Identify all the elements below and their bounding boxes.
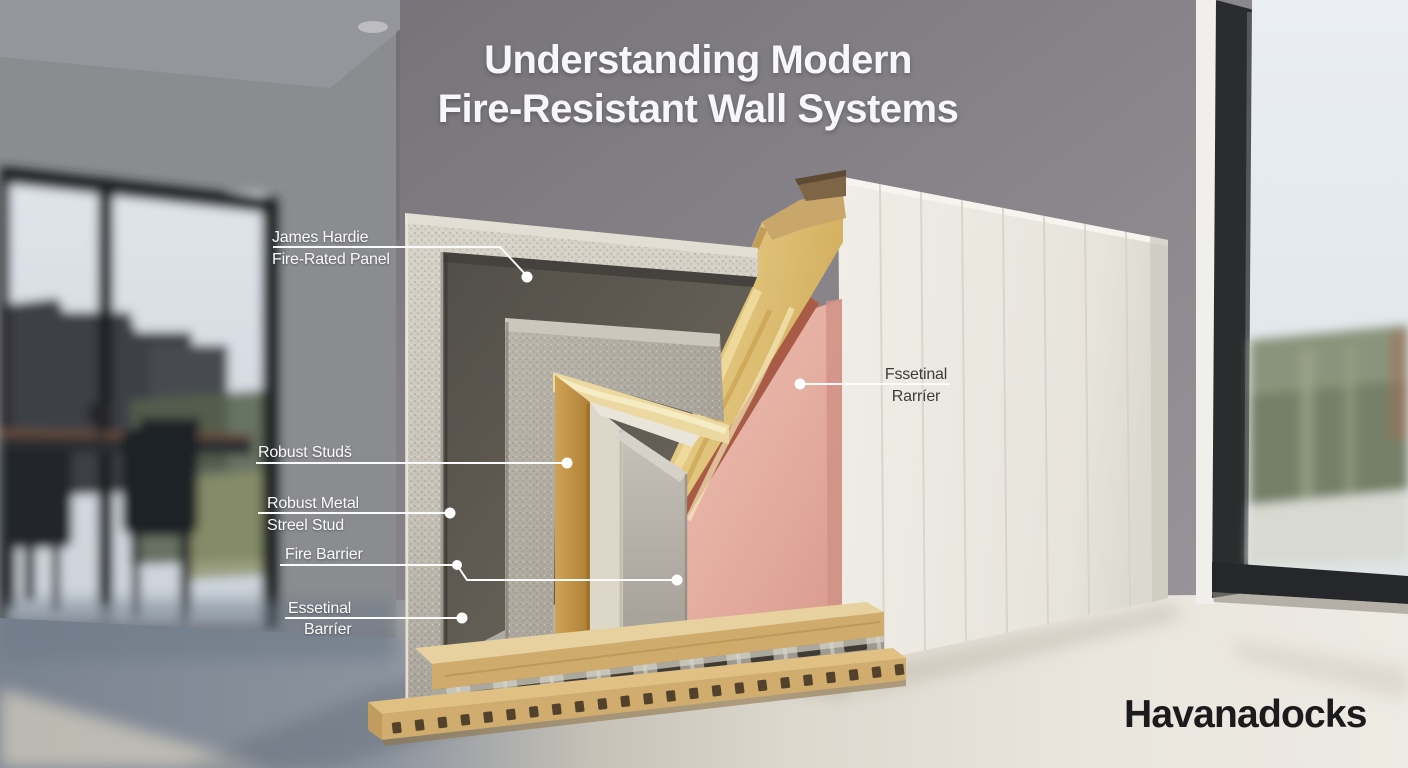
leader-lines (256, 246, 950, 619)
ceiling (0, 0, 400, 88)
cream-panel (590, 402, 700, 655)
right-wall-shadow (850, 602, 1185, 695)
wall-system-diagram (368, 170, 1168, 746)
title-line-2: Fire-Resistant Wall Systems (437, 87, 959, 131)
leader-fire-rated-panel (273, 246, 528, 277)
right-window-frame-bottom (1212, 562, 1408, 604)
callout-fire-rated-panel-line1: James Hardie (272, 229, 369, 246)
gold-insulation-edge (553, 372, 729, 655)
base-plank-end (368, 702, 382, 740)
right-wall-jamb (1196, 0, 1218, 604)
watermark-brand: Havanadocks (1124, 693, 1367, 736)
callout-robust-metal-line1: Robust Metal (267, 495, 359, 512)
chairs (0, 428, 198, 622)
callout-fire-rated-panel-line2: Fire-Rated Panel (272, 251, 390, 268)
right-window-scene (1196, 0, 1408, 614)
white-paneled-wall (838, 176, 1168, 668)
page-title: Understanding Modern Fire-Resistant Wall… (348, 36, 1048, 134)
base-plank-top (368, 648, 906, 714)
left-window-frame-top (0, 166, 276, 214)
insulation-top-face (762, 194, 846, 240)
callout-essential-left-line1: Essetinal (288, 600, 352, 617)
base-assembly (368, 602, 906, 746)
sill-plate-front (432, 612, 884, 690)
title-line-1: Understanding Modern (484, 38, 912, 82)
callout-essential-left-line2: Barríer (304, 621, 352, 638)
ceiling-light (358, 21, 388, 33)
leader-fire-barrier (280, 564, 677, 581)
leader-dots (444, 271, 806, 624)
sill-plate-top (415, 602, 884, 664)
right-window-frame (1212, 0, 1254, 598)
callout-robust-studs: Robust Studš (258, 444, 352, 461)
left-window-scene (0, 166, 278, 628)
desk-object (87, 401, 113, 427)
callout-fire-barrier: Fire Barrier (285, 546, 363, 563)
granite-panel (505, 318, 724, 655)
callout-robust-metal-line2: Streel Stud (267, 517, 344, 534)
floor-light-patch (0, 688, 270, 768)
callout-essential-right-line2: Rarríer (891, 388, 941, 405)
callout-essential-right-line1: Fssetinal (884, 366, 948, 383)
